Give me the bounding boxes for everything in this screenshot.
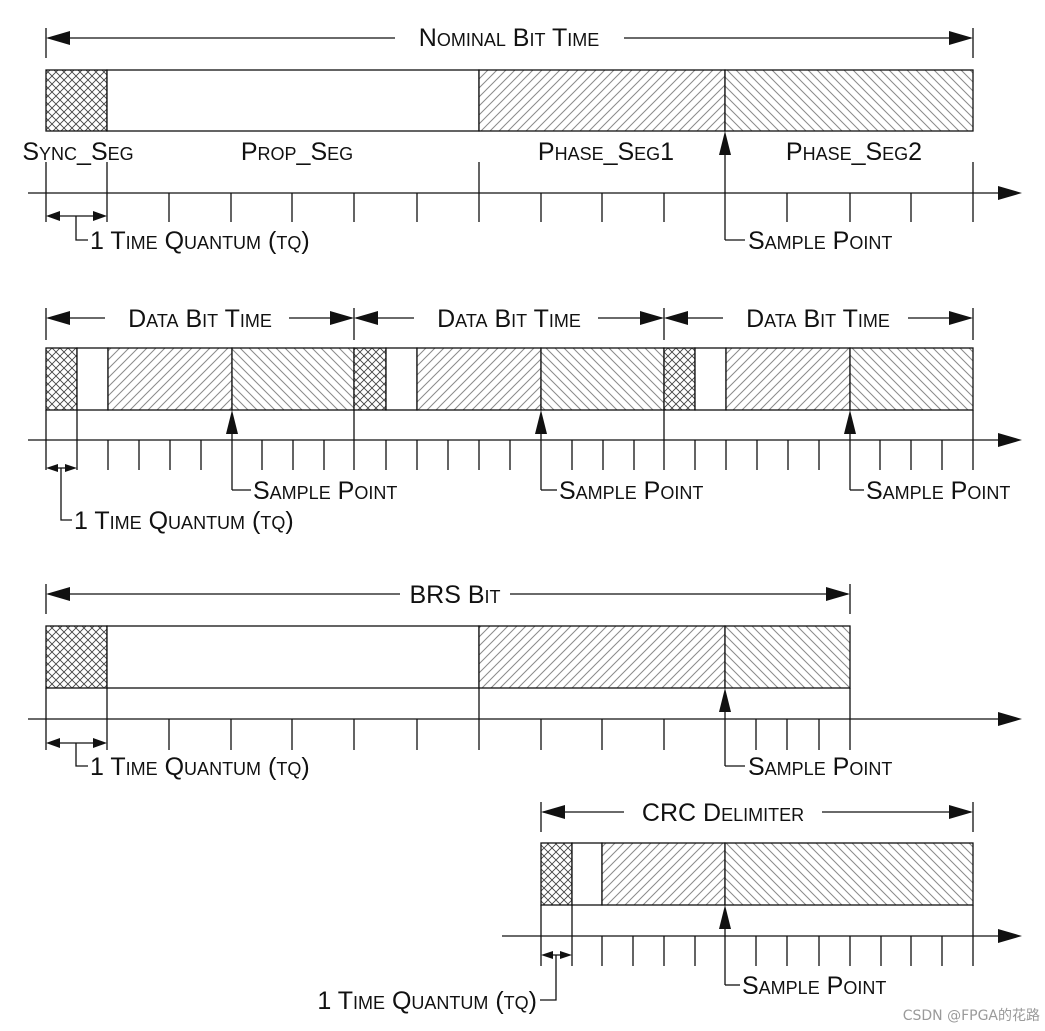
time-axis-arrow-icon bbox=[998, 712, 1022, 726]
sample-point-arrow-icon bbox=[844, 410, 856, 434]
brs-span-title: BRS Bit bbox=[409, 581, 500, 609]
segment-sync bbox=[540, 842, 573, 906]
tq-leader-line bbox=[60, 468, 72, 521]
data-span-3: Data Bit Time bbox=[663, 305, 974, 340]
tick-group-brs bbox=[45, 688, 851, 750]
tq-label: 1 Time Quantum (tq) bbox=[90, 753, 310, 781]
sample-point-arrow-icon bbox=[535, 410, 547, 434]
sample-point-arrow-icon bbox=[719, 905, 731, 929]
segment-phase1 bbox=[416, 347, 542, 411]
span-arrow-right-icon bbox=[949, 311, 973, 325]
brs-bit-section: BRS Bit Sample Point 1 Time Quantum (tq) bbox=[28, 581, 1022, 781]
segment-sync bbox=[45, 69, 108, 132]
nominal-span-title: Nominal Bit Time bbox=[419, 24, 599, 52]
tick-group-data bbox=[45, 410, 974, 470]
time-axis-arrow-icon bbox=[998, 929, 1022, 943]
segment-sync bbox=[353, 347, 387, 411]
segment-phase2 bbox=[540, 347, 665, 411]
data-sample-point-2: Sample Point bbox=[535, 410, 703, 505]
sample-point-label: Sample Point bbox=[748, 753, 892, 781]
tq-label-text: 1 Time Quantum (tq) bbox=[90, 227, 310, 255]
data-span-title-2: Data Bit Time bbox=[437, 305, 581, 333]
sample-point-arrow-icon bbox=[226, 410, 238, 434]
watermark: CSDN @FPGA的花路 bbox=[903, 1008, 1040, 1024]
sample-point-label: Sample Point bbox=[748, 227, 892, 255]
tq-arrow-left-icon bbox=[46, 738, 60, 748]
tq-leader-line bbox=[75, 216, 88, 241]
segment-phase2 bbox=[849, 347, 974, 411]
time-axis-arrow-icon bbox=[998, 186, 1022, 200]
segment-prop bbox=[106, 69, 480, 132]
segment-phase2 bbox=[724, 69, 974, 132]
span-arrow-right-icon bbox=[330, 311, 354, 325]
sample-point-arrow-icon bbox=[719, 688, 731, 712]
segment-phase1 bbox=[725, 347, 851, 411]
data-span-1: Data Bit Time bbox=[45, 305, 354, 340]
tq-arrow-right-icon bbox=[93, 738, 107, 748]
segment-phase1 bbox=[601, 842, 726, 906]
sample-point-label: Sample Point bbox=[866, 477, 1010, 505]
label-prop-seg: Prop_Seg bbox=[241, 138, 353, 166]
tq-leader-line bbox=[540, 955, 557, 1001]
segment-phase1 bbox=[478, 69, 726, 132]
crc-span-title: CRC Delimiter bbox=[642, 799, 804, 827]
segment-phase2 bbox=[231, 347, 355, 411]
data-bit-time-section: Data Bit Time Data Bit Time Data Bit Tim… bbox=[28, 305, 1022, 535]
segment-phase2 bbox=[724, 625, 851, 689]
tq-arrow-left-icon bbox=[46, 464, 58, 472]
data-span-title-1: Data Bit Time bbox=[128, 305, 272, 333]
data-bit-3-segments bbox=[663, 347, 974, 411]
segment-prop bbox=[76, 347, 109, 411]
data-sample-point-1: Sample Point bbox=[226, 410, 397, 505]
sample-point-label: Sample Point bbox=[253, 477, 397, 505]
span-arrow-left-icon bbox=[354, 311, 378, 325]
segment-sync bbox=[45, 347, 78, 411]
tq-arrow-left-icon bbox=[541, 951, 553, 959]
segment-prop bbox=[571, 842, 603, 906]
tq-leader-line bbox=[75, 743, 88, 767]
span-arrow-left-icon bbox=[664, 311, 688, 325]
data-span-title-3: Data Bit Time bbox=[746, 305, 890, 333]
segment-prop bbox=[106, 625, 480, 689]
data-bit-1-segments bbox=[45, 347, 355, 411]
segment-phase1 bbox=[478, 625, 726, 689]
sample-point-label: Sample Point bbox=[742, 972, 886, 1000]
tq-arrow-right-icon bbox=[93, 211, 107, 221]
tq-label: 1 Time Quantum (tq) bbox=[317, 987, 537, 1015]
span-arrow-left-icon bbox=[46, 587, 70, 601]
span-arrow-left-icon bbox=[46, 311, 70, 325]
nominal-bit-time-section: Nominal Bit Time Sync_Seg Prop_Seg Phase… bbox=[22, 24, 1022, 255]
data-sample-point-3: Sample Point bbox=[844, 410, 1010, 505]
sample-point-arrow-icon bbox=[719, 131, 731, 155]
segment-prop bbox=[694, 347, 727, 411]
span-arrow-right-icon bbox=[826, 587, 850, 601]
segment-prop bbox=[385, 347, 418, 411]
span-arrow-right-icon bbox=[640, 311, 664, 325]
label-phase-seg2: Phase_Seg2 bbox=[786, 138, 922, 166]
span-arrow-right-icon bbox=[949, 31, 973, 45]
segment-sync bbox=[663, 347, 696, 411]
data-span-2: Data Bit Time bbox=[353, 305, 664, 340]
sample-point-label: Sample Point bbox=[559, 477, 703, 505]
label-phase-seg1: Phase_Seg1 bbox=[538, 138, 674, 166]
time-axis-arrow-icon bbox=[998, 433, 1022, 447]
tq-arrow-left-icon bbox=[46, 211, 60, 221]
crc-delimiter-section: CRC Delimiter Sample Point 1 Time Quantu… bbox=[317, 799, 1022, 1015]
segment-phase2 bbox=[724, 842, 974, 906]
tick-group-nominal bbox=[45, 162, 974, 222]
span-arrow-right-icon bbox=[949, 805, 973, 819]
tq-label: 1 Time Quantum (tq) bbox=[90, 227, 310, 255]
tq-arrow-right-icon bbox=[65, 464, 77, 472]
data-bit-2-segments bbox=[353, 347, 665, 411]
tq-arrow-right-icon bbox=[560, 951, 572, 959]
segment-phase1 bbox=[107, 347, 233, 411]
segment-sync bbox=[45, 625, 108, 689]
tq-label: 1 Time Quantum (tq) bbox=[74, 507, 294, 535]
span-arrow-left-icon bbox=[541, 805, 565, 819]
span-arrow-left-icon bbox=[46, 31, 70, 45]
tick-group-crc bbox=[540, 905, 974, 966]
label-sync-seg: Sync_Seg bbox=[22, 138, 133, 166]
